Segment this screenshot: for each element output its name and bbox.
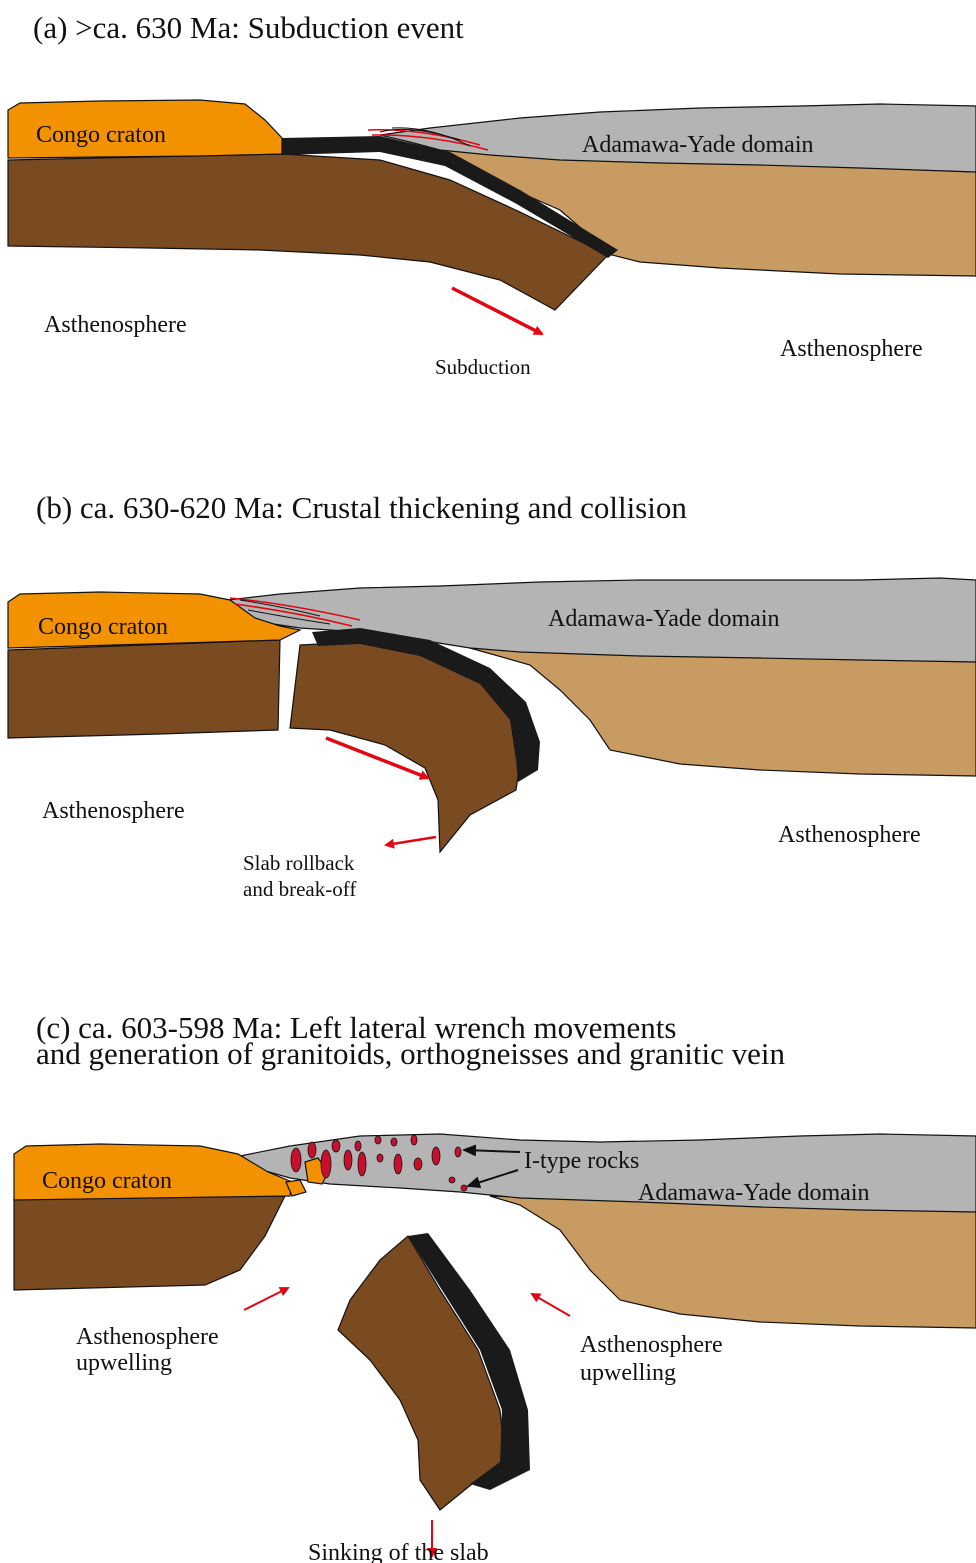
panel-c-upwelling-arrow-left xyxy=(244,1288,288,1310)
panel-b-title: (b) ca. 630-620 Ma: Crustal thickening a… xyxy=(36,490,687,525)
panel-c: (c) ca. 603-598 Ma: Left lateral wrench … xyxy=(14,1010,976,1563)
panel-c-upwelling-right-line1: Asthenosphere xyxy=(580,1332,723,1358)
panel-c-craton-label: Congo craton xyxy=(42,1168,172,1194)
panel-c-title-line2: and generation of granitoids, orthogneis… xyxy=(36,1036,785,1071)
panel-a-asthenosphere-right: Asthenosphere xyxy=(780,336,923,362)
panel-c-light-lithosphere xyxy=(490,1196,976,1328)
panel-a-subduction-label: Subduction xyxy=(435,355,531,379)
panel-b-left-lithosphere xyxy=(8,640,280,738)
panel-c-sinking-label: Sinking of the slab xyxy=(308,1540,489,1563)
panel-a: (a) >ca. 630 Ma: Subduction event Congo … xyxy=(8,10,976,379)
panel-a-domain-label: Adamawa-Yade domain xyxy=(582,132,814,158)
panel-b-light-lithosphere xyxy=(470,648,976,776)
panel-c-upwelling-left-line2: upwelling xyxy=(76,1350,172,1376)
panel-b-craton-label: Congo craton xyxy=(38,614,168,640)
panel-a-title: (a) >ca. 630 Ma: Subduction event xyxy=(33,10,464,45)
panel-b-rollback-label-line1: Slab rollback xyxy=(243,851,355,875)
panel-b-asthenosphere-left: Asthenosphere xyxy=(42,798,185,824)
panel-b-breakoff-arrow xyxy=(386,837,436,845)
panel-c-left-lithosphere xyxy=(14,1196,285,1290)
panel-b: (b) ca. 630-620 Ma: Crustal thickening a… xyxy=(8,490,976,901)
panel-c-domain-label: Adamawa-Yade domain xyxy=(638,1180,870,1206)
panel-b-rollback-label-line2: and break-off xyxy=(243,877,356,901)
panel-a-craton-label: Congo craton xyxy=(36,122,166,148)
panel-c-upwelling-arrow-right xyxy=(532,1294,570,1316)
panel-c-slab xyxy=(338,1236,505,1510)
panel-c-upwelling-left-line1: Asthenosphere xyxy=(76,1324,219,1350)
panel-b-domain-label: Adamawa-Yade domain xyxy=(548,606,780,632)
panel-b-asthenosphere-right: Asthenosphere xyxy=(778,822,921,848)
panel-a-asthenosphere-left: Asthenosphere xyxy=(44,312,187,338)
panel-c-rocks-label: I-type rocks xyxy=(524,1148,639,1174)
panel-c-upwelling-right-line2: upwelling xyxy=(580,1360,676,1386)
